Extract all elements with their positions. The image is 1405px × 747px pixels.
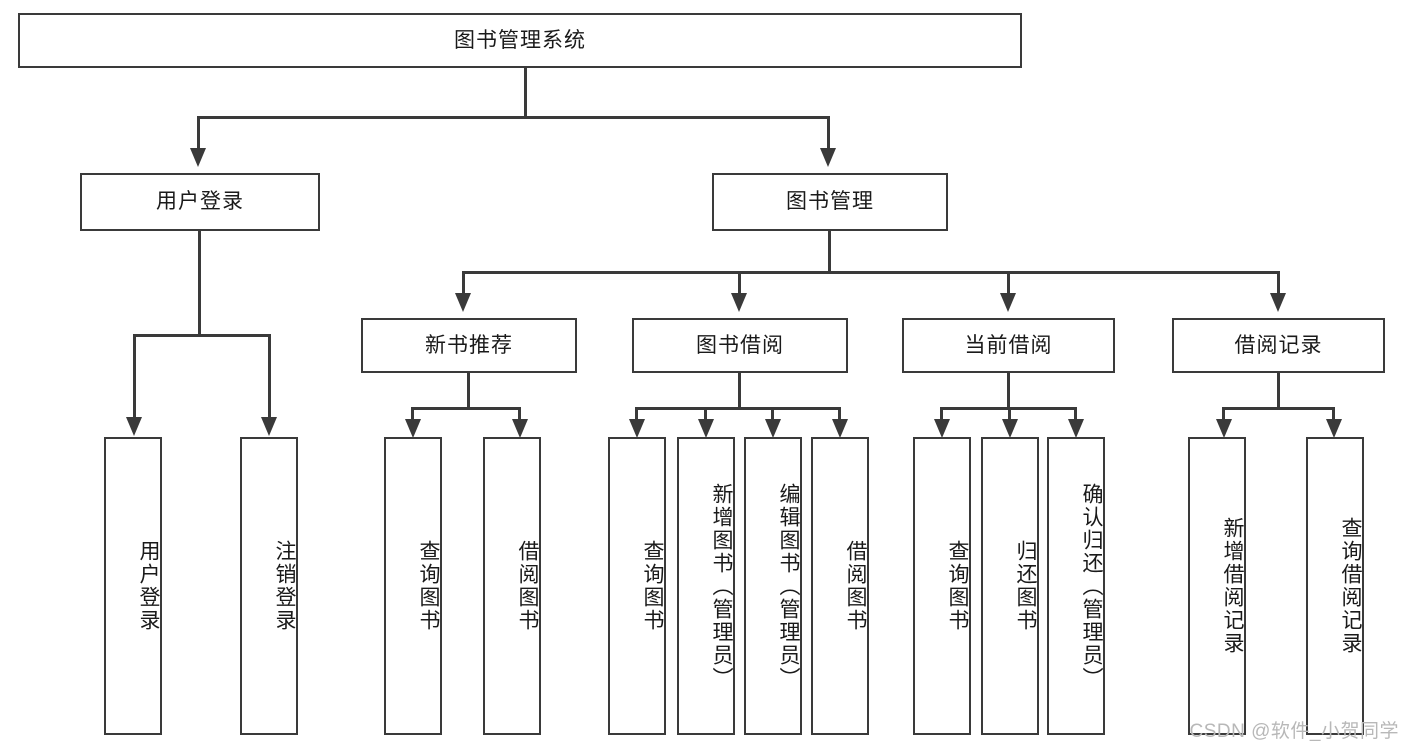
arrowhead-user-login-child-2 [261, 417, 277, 436]
node-label: 图书借阅 [696, 333, 784, 357]
arrowhead-borrow-record [1270, 293, 1286, 312]
arrowhead-book-borrow [731, 293, 747, 312]
connector-book-manage-bus [462, 271, 1280, 274]
arrowhead-user-login-child-1 [126, 417, 142, 436]
node-label: 查询图书 [641, 540, 664, 632]
node-label: 确认归还（管理员） [1080, 482, 1103, 690]
leaf-book-borrow-edit[interactable]: 编辑图书（管理员） [744, 437, 802, 735]
connector-new-book-recommend-leaf-2 [518, 407, 521, 421]
node-label: 查询图书 [946, 540, 969, 632]
node-root-system[interactable]: 图书管理系统 [18, 13, 1022, 68]
node-label: 当前借阅 [964, 333, 1053, 357]
arrowhead-current-borrow [1000, 293, 1016, 312]
leaf-borrow-record-query[interactable]: 查询借阅记录 [1306, 437, 1364, 735]
node-label: 查询借阅记录 [1339, 517, 1362, 655]
arrowhead-book-borrow-leaf-1 [629, 419, 645, 438]
arrowhead-borrow-record-leaf-2 [1326, 419, 1342, 438]
arrowhead-current-borrow-leaf-1 [934, 419, 950, 438]
node-current-borrow[interactable]: 当前借阅 [902, 318, 1115, 373]
connector-root-to-user-login [197, 116, 200, 149]
node-book-manage[interactable]: 图书管理 [712, 173, 948, 231]
connector-root-to-book-manage [827, 116, 830, 149]
connector-book-borrow-bus [635, 407, 841, 410]
connector-user-login-bus [133, 334, 271, 337]
connector-borrow-record-leaf-2 [1332, 407, 1335, 421]
arrowhead-book-borrow-leaf-4 [832, 419, 848, 438]
arrowhead-book-borrow-leaf-2 [698, 419, 714, 438]
node-label: 新书推荐 [425, 333, 513, 357]
node-book-borrow[interactable]: 图书借阅 [632, 318, 848, 373]
connector-root-bus [197, 116, 829, 119]
connector-book-borrow-stem [738, 373, 741, 409]
node-label: 用户登录 [137, 540, 160, 632]
arrowhead-new-book-recommend [455, 293, 471, 312]
connector-borrow-record-bus [1222, 407, 1335, 410]
arrowhead-book-manage [820, 148, 836, 167]
connector-new-book-recommend-bus [411, 407, 521, 410]
connector-book-manage-child-1 [462, 271, 465, 294]
node-label: 新增借阅记录 [1221, 517, 1244, 655]
leaf-book-borrow-query[interactable]: 查询图书 [608, 437, 666, 735]
connector-new-book-recommend-stem [467, 373, 470, 409]
connector-current-borrow-leaf-1 [940, 407, 943, 421]
arrowhead-book-borrow-leaf-3 [765, 419, 781, 438]
node-user-login[interactable]: 用户登录 [80, 173, 320, 231]
connector-book-borrow-leaf-2 [704, 407, 707, 421]
connector-book-borrow-leaf-1 [635, 407, 638, 421]
connector-book-borrow-leaf-3 [771, 407, 774, 421]
node-label: 借阅图书 [844, 540, 867, 632]
connector-book-borrow-leaf-4 [838, 407, 841, 421]
node-label: 编辑图书（管理员） [777, 482, 800, 690]
connector-book-manage-child-3 [1007, 271, 1010, 294]
connector-root-stem [524, 68, 527, 118]
leaf-user-login-logout[interactable]: 注销登录 [240, 437, 298, 735]
arrowhead-current-borrow-leaf-2 [1002, 419, 1018, 438]
node-label: 注销登录 [273, 540, 296, 632]
node-label: 借阅图书 [516, 540, 539, 632]
node-label: 图书管理 [786, 190, 874, 214]
node-label: 用户登录 [156, 190, 244, 214]
connector-current-borrow-stem [1007, 373, 1010, 409]
arrowhead-user-login [190, 148, 206, 167]
connector-borrow-record-stem [1277, 373, 1280, 409]
leaf-current-borrow-query[interactable]: 查询图书 [913, 437, 971, 735]
connector-borrow-record-leaf-1 [1222, 407, 1225, 421]
leaf-new-book-query[interactable]: 查询图书 [384, 437, 442, 735]
connector-book-manage-child-2 [738, 271, 741, 294]
connector-new-book-recommend-leaf-1 [411, 407, 414, 421]
node-label: 新增图书（管理员） [710, 482, 733, 690]
leaf-book-borrow-borrow[interactable]: 借阅图书 [811, 437, 869, 735]
connector-user-login-child-2 [268, 334, 271, 418]
node-label: 归还图书 [1014, 540, 1037, 632]
node-label: 图书管理系统 [454, 28, 586, 52]
leaf-current-borrow-return[interactable]: 归还图书 [981, 437, 1039, 735]
connector-book-manage-stem [828, 231, 831, 273]
arrowhead-current-borrow-leaf-3 [1068, 419, 1084, 438]
arrowhead-new-book-leaf-2 [512, 419, 528, 438]
connector-book-manage-child-4 [1277, 271, 1280, 294]
leaf-user-login-login[interactable]: 用户登录 [104, 437, 162, 735]
leaf-book-borrow-add[interactable]: 新增图书（管理员） [677, 437, 735, 735]
leaf-borrow-record-add[interactable]: 新增借阅记录 [1188, 437, 1246, 735]
node-borrow-record[interactable]: 借阅记录 [1172, 318, 1385, 373]
connector-user-login-child-1 [133, 334, 136, 418]
arrowhead-borrow-record-leaf-1 [1216, 419, 1232, 438]
connector-user-login-stem [198, 231, 201, 336]
arrowhead-new-book-leaf-1 [405, 419, 421, 438]
leaf-current-borrow-confirm-return[interactable]: 确认归还（管理员） [1047, 437, 1105, 735]
node-label: 查询图书 [417, 540, 440, 632]
node-new-book-recommend[interactable]: 新书推荐 [361, 318, 577, 373]
leaf-new-book-borrow[interactable]: 借阅图书 [483, 437, 541, 735]
connector-current-borrow-leaf-3 [1074, 407, 1077, 421]
node-label: 借阅记录 [1234, 333, 1323, 357]
connector-current-borrow-leaf-2 [1008, 407, 1011, 421]
